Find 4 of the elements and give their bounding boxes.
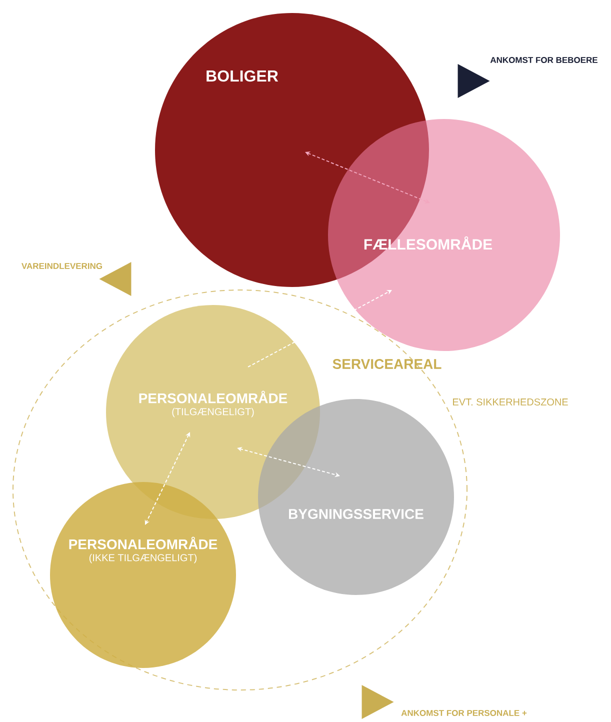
arrow xyxy=(248,290,392,368)
zone-label: EVT. SIKKERHEDSZONE xyxy=(453,398,568,406)
arrow xyxy=(305,152,430,204)
arrow xyxy=(144,432,190,525)
